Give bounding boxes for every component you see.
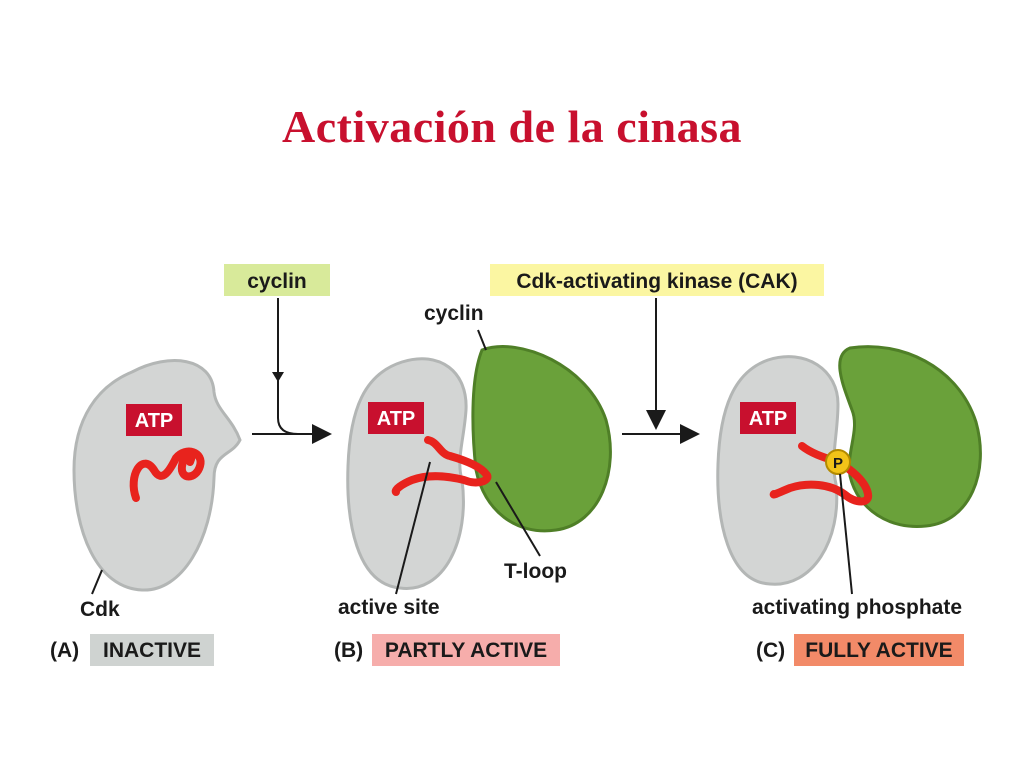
cdk-fully-active: ATP P [716, 355, 873, 586]
svg-text:cyclin: cyclin [247, 270, 307, 293]
svg-text:(C): (C) [756, 639, 785, 662]
cyclin-input: cyclin [224, 264, 330, 296]
cdk-partly-active: ATP [346, 357, 492, 590]
atp-box: ATP [368, 402, 424, 434]
page-title: Activación de la cinasa [282, 101, 742, 152]
cyclin-arrow [277, 298, 299, 435]
stage-b-label: (B) PARTLY ACTIVE [334, 634, 560, 666]
atp-box: ATP [126, 404, 182, 436]
cdk-inactive: ATP Cdk [72, 359, 242, 621]
cyclin-body [471, 345, 612, 533]
cyclin-body [838, 345, 982, 529]
svg-text:(B): (B) [334, 639, 363, 662]
t-loop [129, 447, 205, 502]
svg-text:INACTIVE: INACTIVE [103, 639, 201, 662]
cyclin-partly-active [471, 345, 612, 533]
stage-a-label: (A) INACTIVE [50, 634, 214, 666]
atp-box: ATP [740, 402, 796, 434]
stage-c-label: (C) FULLY ACTIVE [756, 634, 964, 666]
svg-text:ATP: ATP [135, 410, 174, 432]
svg-text:ATP: ATP [377, 408, 416, 430]
svg-text:ATP: ATP [749, 408, 788, 430]
svg-text:P: P [833, 455, 843, 472]
svg-text:(A): (A) [50, 639, 79, 662]
active-site-label: active site [338, 596, 440, 619]
cak-input: Cdk-activating kinase (CAK) [490, 264, 824, 296]
svg-text:PARTLY ACTIVE: PARTLY ACTIVE [385, 639, 547, 662]
cdk-label: Cdk [80, 598, 120, 621]
cyclin-fully-active [838, 345, 982, 529]
t-loop [391, 436, 492, 496]
cdk-body [716, 355, 840, 586]
svg-text:Cdk-activating kinase (CAK): Cdk-activating kinase (CAK) [516, 270, 797, 293]
cyclin-bound-label: cyclin [424, 302, 484, 325]
phosphate-group: P [825, 449, 851, 475]
t-loop-label: T-loop [504, 560, 567, 583]
activating-phosphate-label: activating phosphate [752, 596, 962, 619]
svg-text:FULLY ACTIVE: FULLY ACTIVE [805, 639, 952, 662]
